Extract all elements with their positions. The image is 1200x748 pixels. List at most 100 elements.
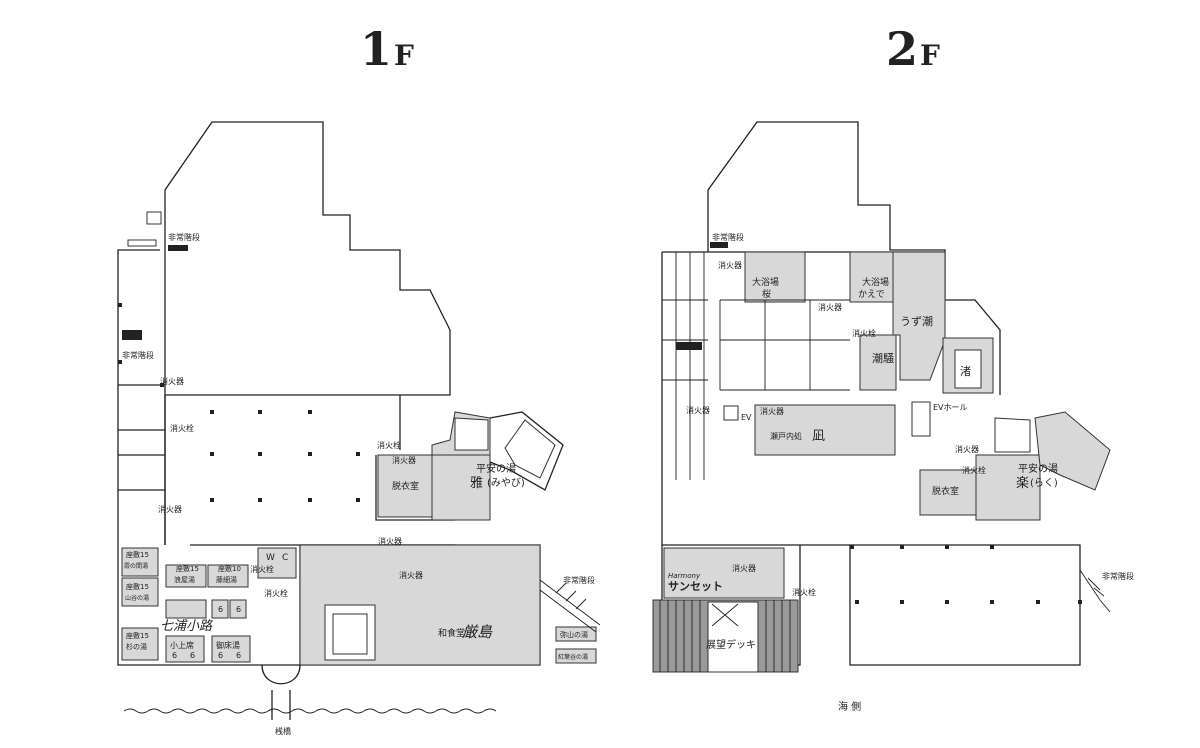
column-grid-1f — [118, 303, 360, 502]
legend-label-b: 紅葉谷の湯 — [558, 653, 588, 661]
hydrant-label: 消火栓 — [792, 587, 816, 597]
zashiki-e-label: 座敷15 — [126, 631, 149, 640]
stair-block — [676, 342, 702, 350]
deck-cross — [711, 603, 739, 627]
zashiki-a-label: 座敷15 — [126, 550, 149, 559]
outdoor-bath-pool — [504, 419, 556, 479]
outdoor-bath-wing — [489, 411, 564, 491]
six-label: 6 — [218, 605, 223, 614]
zashiki-c-sub: 藤細湯 — [216, 575, 237, 584]
six-label: 6 — [236, 605, 241, 614]
ev-label: EV — [741, 413, 752, 422]
exit-stair-label-right: 非常階段 — [1102, 571, 1134, 581]
bath-heian-label: 平安の湯 — [476, 462, 516, 475]
dressing-room-label: 脱衣室 — [392, 480, 419, 492]
left-lattice — [661, 252, 708, 480]
wc-room — [257, 547, 297, 579]
deck-slats — [659, 600, 791, 672]
floor-plan-2f: 非常階段 非常階段 消火器 消火器 消火器 消火器 消火器 消火器 消火栓 消火… — [652, 121, 1134, 713]
bath-kaede-name: かえで — [858, 289, 885, 300]
outline-1f — [164, 121, 451, 545]
hydrant-label: 消火栓 — [170, 423, 194, 433]
zashiki-d-label: 座敷15 — [126, 582, 149, 591]
wall-left-wing — [117, 249, 165, 545]
elevator-2f — [723, 405, 739, 421]
deck-label: 展望デッキ — [706, 638, 756, 651]
shoreline-wave — [123, 708, 497, 714]
small-room — [165, 599, 207, 619]
stair-block — [168, 245, 188, 251]
ev-hall-label: EVホール — [933, 403, 968, 412]
outline-2f-top — [707, 121, 1001, 395]
extinguisher-label: 消火器 — [399, 570, 423, 580]
six-label: 6 — [190, 651, 195, 660]
outdoor-bath-raku — [1034, 411, 1111, 491]
sunset-script: Harmony — [668, 572, 701, 580]
wc-label-c: C — [282, 553, 288, 563]
uzushio-label: うず潮 — [900, 314, 933, 328]
zashiki-b-label: 座敷15 — [176, 564, 199, 573]
extinguisher-label: 消火器 — [818, 302, 842, 312]
bath-miyabi-lower — [431, 454, 491, 521]
zashiki-d-sub: 山谷の湯 — [125, 594, 149, 602]
stair-box — [127, 239, 157, 247]
nagisa-label: 渚 — [960, 365, 971, 378]
kojoseki-room — [165, 635, 205, 663]
exit-stair-label-top: 非常階段 — [712, 232, 744, 242]
stair-block — [710, 242, 728, 248]
zashiki-b-sub: 浪屋湯 — [174, 575, 195, 584]
six-room-b — [229, 599, 247, 619]
deck-center — [707, 601, 759, 673]
legend-swatch-a — [555, 626, 597, 642]
zashiki-e-sub: 杉の湯 — [126, 642, 147, 651]
bath-raku-label: 楽 — [1016, 475, 1029, 491]
setouchi-label: 瀬戸内処 — [770, 431, 802, 441]
extinguisher-label: 消火器 — [760, 406, 784, 416]
sunset-room — [663, 547, 785, 599]
floor-title-1f: 1F — [360, 26, 414, 72]
exit-stair-label-top: 非常階段 — [168, 232, 200, 242]
restaurant-name: 厳島 — [462, 623, 493, 641]
stair-box — [146, 211, 162, 225]
pier-label: 桟橋 — [275, 726, 291, 736]
kojoseki-label: 小上席 — [170, 640, 194, 650]
sea-side-label: 海 側 — [838, 700, 861, 713]
zashiki-e-room — [121, 627, 159, 661]
extinguisher-label: 消火器 — [160, 376, 184, 386]
bath-miyabi-label: 雅 — [470, 476, 483, 491]
zashiki-a-sub: 霞の間湯 — [124, 562, 148, 570]
zashiki-c-label: 座敷10 — [218, 564, 241, 573]
nagisa-inner — [954, 349, 982, 389]
hydrant-label: 消火栓 — [264, 588, 288, 598]
gotoko-label: 御床湯 — [216, 640, 240, 650]
restaurant-inner-core — [332, 613, 368, 655]
room-grid-2f — [719, 299, 850, 391]
six-label: 6 — [172, 651, 177, 660]
legend-swatch-b — [555, 648, 597, 664]
ev-hall-box — [911, 401, 931, 437]
extinguisher-label: 消火器 — [732, 563, 756, 573]
dressing-room-2f — [919, 469, 977, 516]
bath-miyabi-kana: (みやび) — [487, 477, 525, 489]
bath-kaede-label: 大浴場 — [862, 276, 889, 288]
dressing-room-1f — [377, 454, 433, 518]
floor-number: 1 — [360, 22, 393, 76]
six-label: 6 — [236, 651, 241, 660]
exit-stair-label-right: 非常階段 — [563, 575, 595, 585]
bath-sakura-room — [744, 251, 806, 303]
floor-unit: F — [920, 39, 940, 72]
extinguisher-label: 消火器 — [392, 455, 416, 465]
extinguisher-label: 消火器 — [378, 536, 402, 546]
alley-label: 七浦小路 — [160, 619, 213, 634]
wc-label-w: W — [266, 553, 275, 563]
dressing-room-label: 脱衣室 — [932, 485, 959, 497]
floor-unit: F — [394, 39, 414, 72]
column-grid-2f — [850, 545, 1082, 604]
gotoko-room — [211, 635, 251, 663]
six-label: 6 — [218, 651, 223, 660]
exit-stair-right-2f — [1079, 569, 1111, 613]
bath-raku — [975, 454, 1041, 521]
floor-title-2f: 2F — [886, 26, 940, 72]
restaurant-label: 和食堂 — [438, 627, 465, 639]
floor-plan-1f: 非常階段 非常階段 非常階段 消火器 消火器 消火器 消火器 消火器 消火栓 消… — [117, 121, 601, 736]
